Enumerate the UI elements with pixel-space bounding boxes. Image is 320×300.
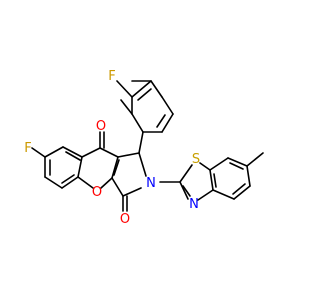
bond — [232, 183, 246, 195]
ring-oxygen-label: O — [92, 185, 102, 200]
bond — [213, 173, 217, 188]
fluorine-atom-label: F — [108, 69, 115, 84]
bond — [246, 165, 251, 187]
bond — [246, 152, 264, 167]
amide-oxygen-label: O — [120, 212, 130, 227]
sulfur-atom-label: S — [192, 152, 200, 167]
bond — [229, 162, 244, 170]
bond — [62, 146, 83, 158]
bond — [65, 151, 81, 161]
bond — [111, 156, 119, 179]
bond — [99, 147, 119, 158]
canvas-background — [0, 0, 300, 300]
ketone-oxygen-label: O — [96, 119, 106, 134]
bond — [77, 156, 83, 178]
bond — [117, 152, 140, 158]
nitrogen-atom-label: N — [189, 197, 199, 212]
bond — [31, 147, 46, 158]
bond — [122, 187, 142, 197]
fluorine-atom-label: F — [24, 141, 31, 156]
molecule-structure-diagram: F F O O O N S N — [0, 0, 300, 300]
bond — [161, 113, 174, 133]
bond — [182, 185, 191, 197]
bond — [131, 113, 144, 133]
bond — [120, 99, 133, 115]
bond — [209, 157, 229, 171]
bond — [233, 185, 251, 200]
bond — [209, 169, 214, 191]
bonds — [31, 80, 264, 212]
bond — [150, 80, 163, 98]
bond — [179, 181, 189, 200]
bond — [138, 152, 147, 177]
bond — [179, 164, 193, 183]
bond — [131, 80, 152, 98]
nitrogen-atom-label: N — [146, 176, 156, 191]
bond — [44, 146, 64, 158]
bond — [61, 176, 79, 189]
bond — [212, 189, 235, 200]
bond — [113, 159, 120, 176]
bond — [199, 162, 211, 171]
bond — [156, 114, 166, 128]
bond — [61, 174, 75, 184]
bond — [138, 131, 144, 154]
bond — [100, 177, 113, 189]
bond — [81, 147, 101, 158]
bond — [44, 176, 63, 189]
bond — [137, 88, 152, 101]
bond — [227, 157, 248, 167]
bond — [116, 80, 133, 98]
bond — [197, 189, 214, 201]
bond — [77, 176, 94, 189]
bond — [111, 177, 124, 197]
bond — [161, 96, 174, 115]
